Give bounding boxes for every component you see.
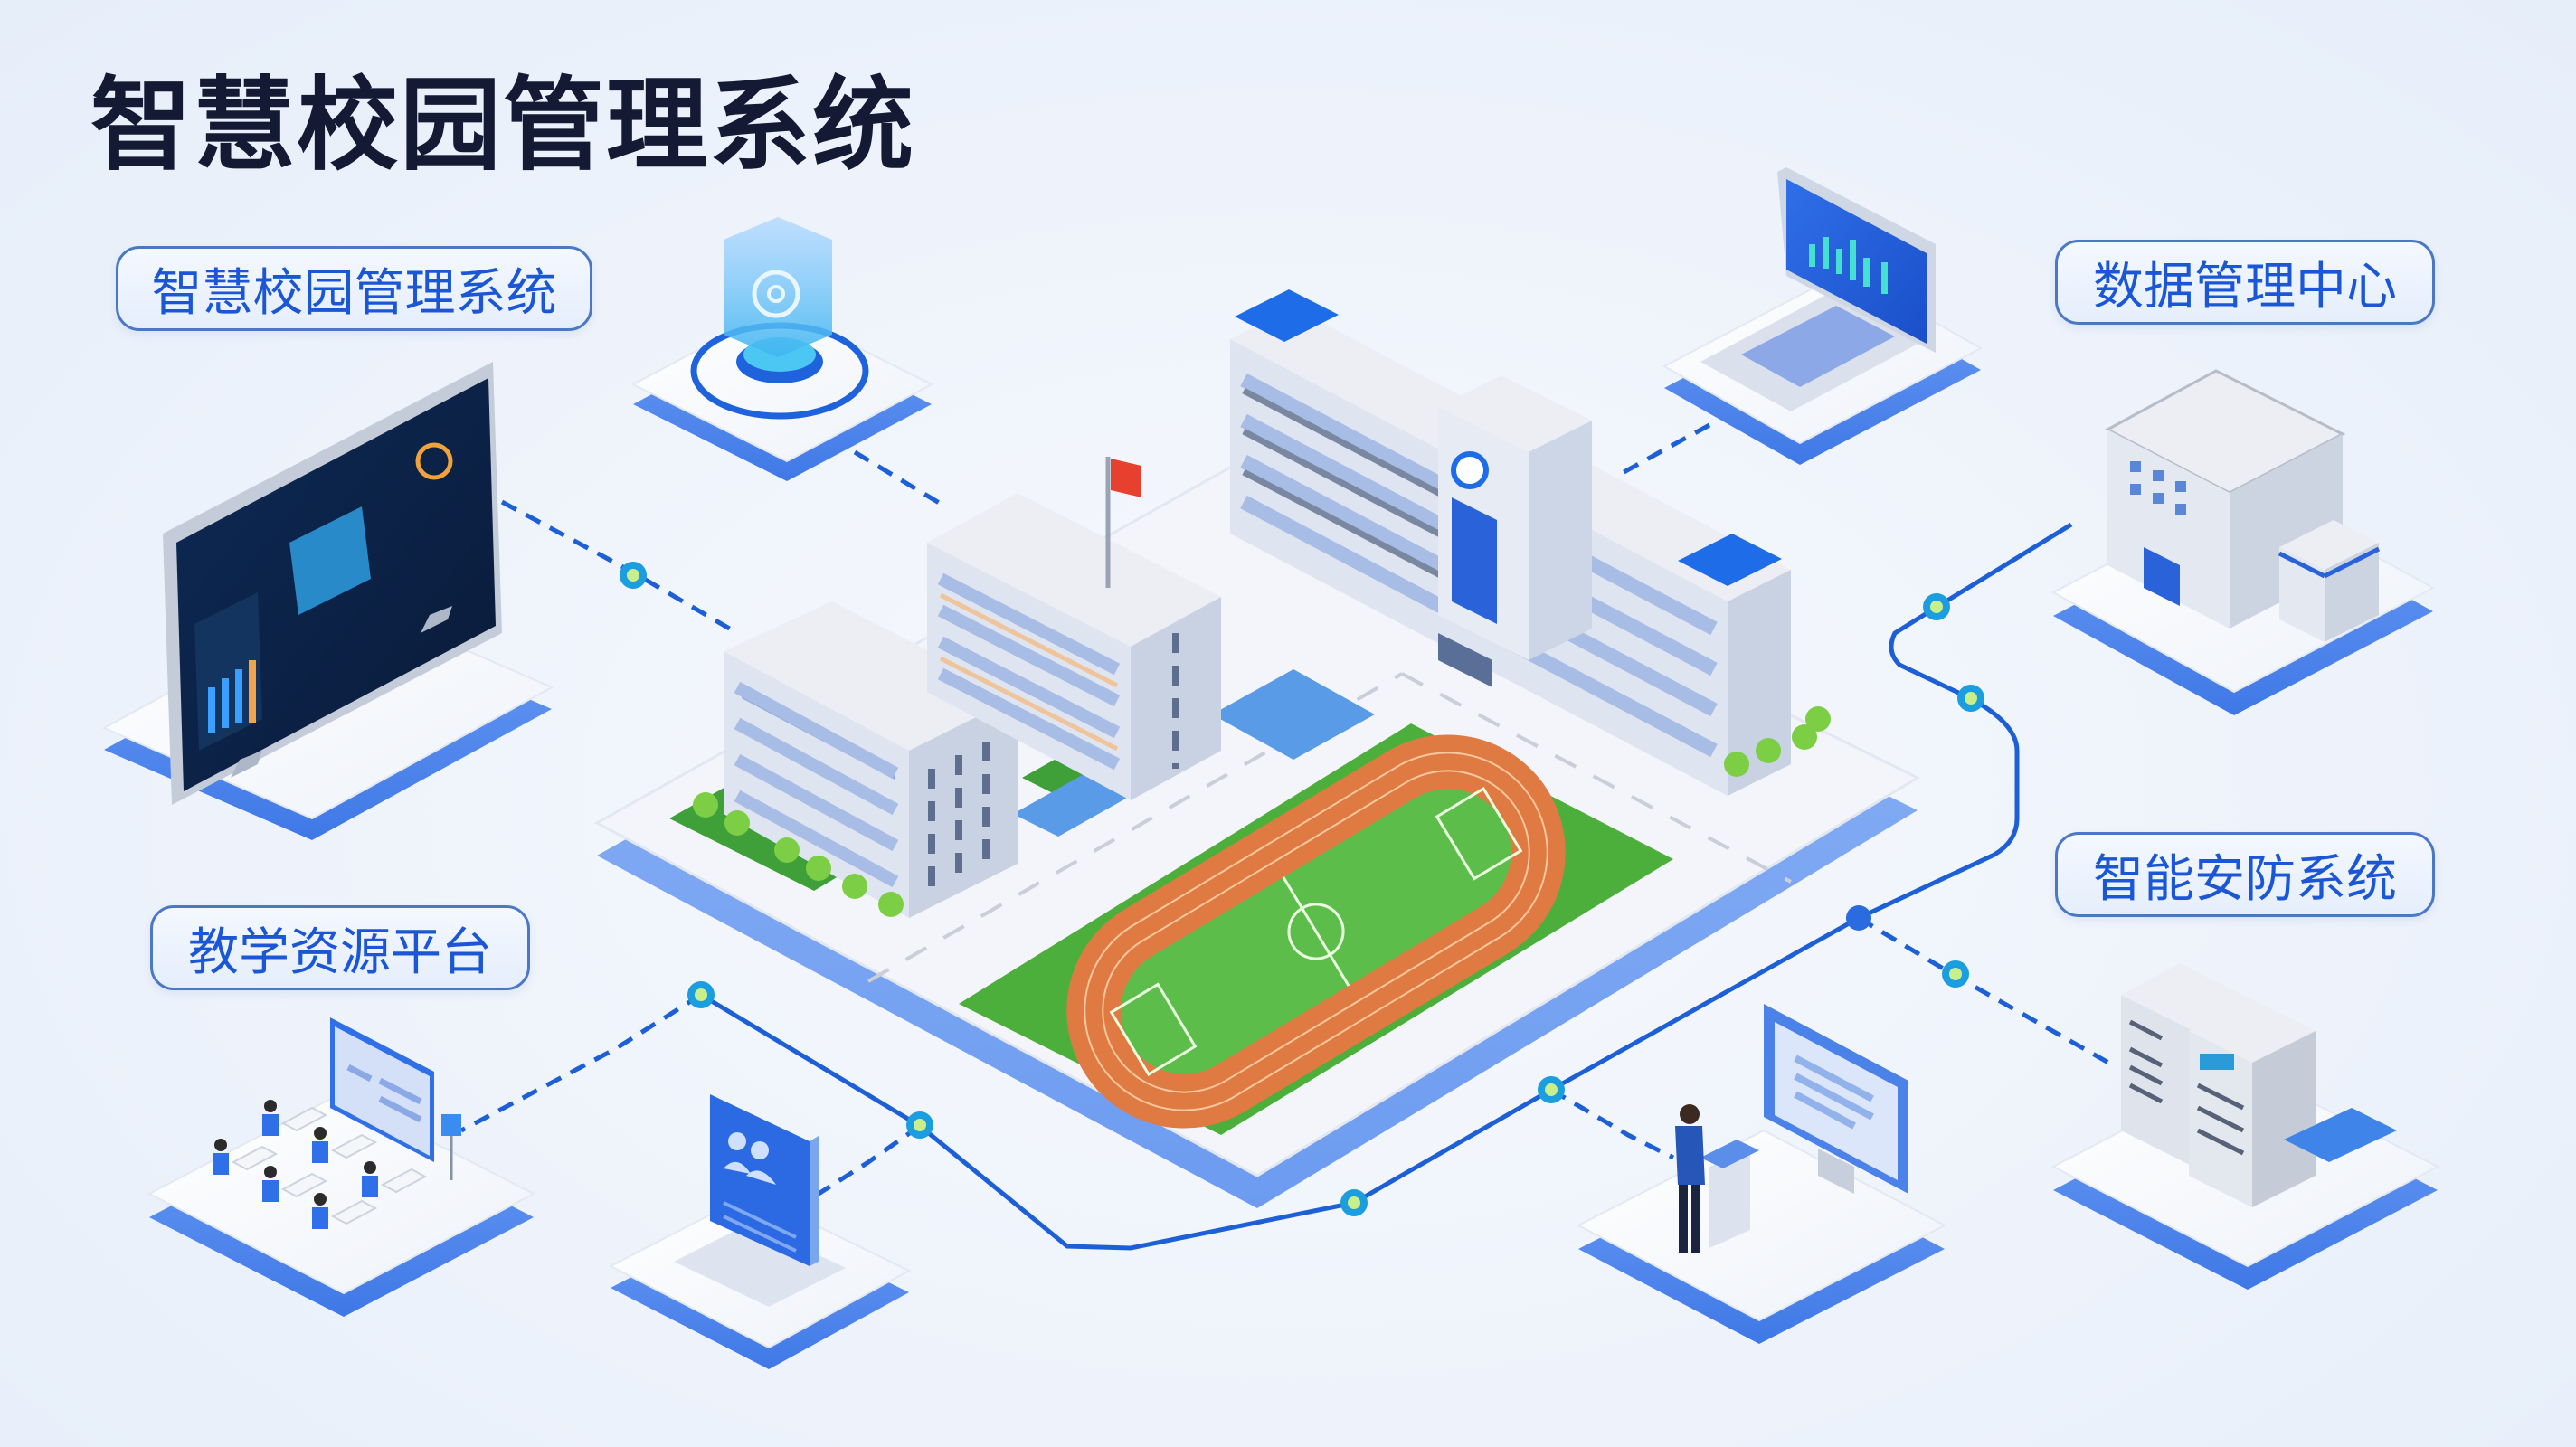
cloud-security-icon [630, 217, 934, 481]
node-icon [1957, 685, 1984, 712]
laptop-analytics-icon [1662, 167, 1984, 465]
node-icon [687, 981, 715, 1008]
node-icon [906, 1111, 933, 1139]
node-icon [1340, 1189, 1368, 1216]
users-kiosk-icon [608, 1094, 912, 1369]
node-icon [1846, 905, 1871, 931]
operator-terminal-icon [1576, 1004, 1947, 1344]
node-icon [620, 562, 647, 589]
main-building [1230, 289, 1791, 796]
flag-icon [1111, 459, 1141, 497]
label-security-system: 智能安防系统 [2055, 832, 2435, 917]
node-icon [1923, 593, 1950, 620]
node-icon [1538, 1076, 1565, 1103]
clock-icon [1451, 451, 1489, 489]
page-title: 智慧校园管理系统 [90, 67, 915, 184]
classroom-building-left [724, 601, 1018, 918]
label-teaching-platform: 教学资源平台 [150, 905, 530, 990]
connection-nodes [620, 562, 1984, 1216]
dashboard-screen-icon [101, 362, 554, 840]
classroom-building-mid [927, 457, 1221, 800]
label-campus-system: 智慧校园管理系统 [116, 246, 592, 331]
server-icon [2050, 963, 2440, 1290]
office-building-icon [2050, 369, 2436, 715]
school-campus-icon [593, 289, 1921, 1208]
label-data-center: 数据管理中心 [2055, 240, 2435, 325]
node-icon [1942, 960, 1969, 988]
classroom-icon [147, 1017, 536, 1317]
